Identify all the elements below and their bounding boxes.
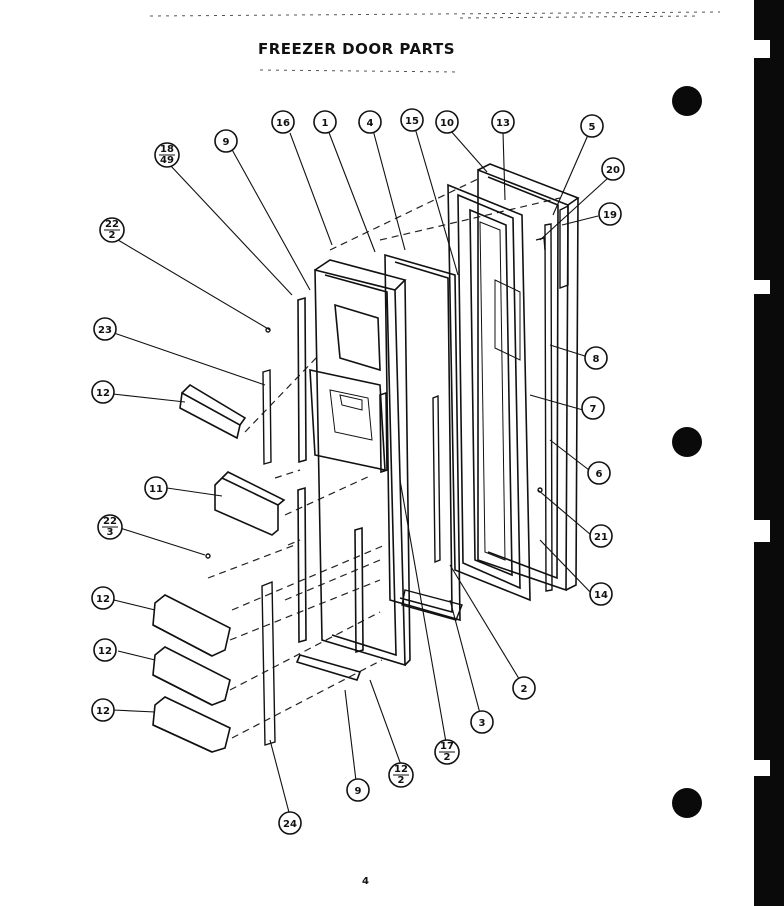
callout-19: 19 bbox=[598, 202, 622, 226]
callout-14: 14 bbox=[589, 582, 613, 606]
scan-binding-edge bbox=[754, 0, 784, 906]
door-liner bbox=[384, 253, 461, 622]
binder-hole-middle bbox=[672, 427, 702, 457]
callout-label: 7 bbox=[590, 404, 597, 415]
alignment-lines bbox=[207, 177, 561, 739]
edge-gap bbox=[752, 280, 770, 294]
callout-9-upper: 9 bbox=[214, 129, 238, 153]
small-parts bbox=[205, 237, 546, 746]
callout-15: 15 bbox=[400, 108, 424, 132]
callout-label-bottom: 2 bbox=[109, 230, 116, 241]
scan-noise bbox=[149, 11, 721, 73]
door-gasket-frame bbox=[447, 183, 531, 602]
callout-label: 8 bbox=[593, 354, 600, 365]
callout-3: 3 bbox=[470, 710, 494, 734]
callout-11: 11 bbox=[144, 476, 168, 500]
callout-23: 23 bbox=[93, 317, 117, 341]
callout-label: 24 bbox=[283, 819, 297, 830]
callout-17-2: 17 2 bbox=[434, 739, 460, 765]
callout-label: 6 bbox=[596, 469, 603, 480]
binder-hole-top bbox=[672, 86, 702, 116]
callout-12-bin-3: 12 bbox=[91, 698, 115, 722]
callout-12-2: 12 2 bbox=[388, 762, 414, 788]
callout-6: 6 bbox=[587, 461, 611, 485]
binder-hole-bottom bbox=[672, 788, 702, 818]
callout-label: 5 bbox=[589, 122, 596, 133]
callout-24: 24 bbox=[278, 811, 302, 835]
callout-12-bin-1: 12 bbox=[91, 586, 115, 610]
callout-label: 3 bbox=[479, 718, 486, 729]
callout-label: 2 bbox=[521, 684, 528, 695]
callout-label-top: 17 bbox=[440, 741, 454, 752]
callout-label-top: 22 bbox=[103, 516, 117, 527]
page-title: FREEZER DOOR PARTS bbox=[258, 40, 456, 58]
door-frame-assembly bbox=[295, 259, 411, 681]
callout-label: 12 bbox=[98, 646, 112, 657]
callout-label: 13 bbox=[496, 118, 510, 129]
callout-label: 20 bbox=[606, 165, 620, 176]
callout-label: 21 bbox=[594, 532, 608, 543]
callout-label: 1 bbox=[322, 118, 329, 129]
callout-8: 8 bbox=[584, 346, 608, 370]
callout-label: 12 bbox=[96, 706, 110, 717]
lower-door-bins bbox=[152, 594, 231, 753]
edge-gap bbox=[752, 520, 770, 542]
upper-door-shelf bbox=[179, 383, 247, 440]
callout-1: 1 bbox=[313, 110, 337, 134]
callout-label-bottom: 2 bbox=[398, 775, 405, 786]
callout-label: 12 bbox=[96, 594, 110, 605]
callout-label: 10 bbox=[440, 118, 454, 129]
callout-label: 11 bbox=[149, 484, 163, 495]
callout-12-upper: 12 bbox=[91, 380, 115, 404]
callout-2: 2 bbox=[512, 676, 536, 700]
callout-22-3: 22 3 bbox=[97, 514, 123, 540]
callout-7: 7 bbox=[581, 396, 605, 420]
edge-gap bbox=[752, 760, 770, 776]
callout-label: 23 bbox=[98, 325, 112, 336]
callout-4: 4 bbox=[358, 110, 382, 134]
callout-label: 16 bbox=[276, 118, 290, 129]
callout-label: 19 bbox=[603, 210, 617, 221]
callout-10: 10 bbox=[435, 110, 459, 134]
outer-door-panel bbox=[477, 163, 580, 592]
callout-label-bottom: 2 bbox=[444, 752, 451, 763]
callout-label: 12 bbox=[96, 388, 110, 399]
callout-9-lower: 9 bbox=[346, 778, 370, 802]
callout-label-top: 22 bbox=[105, 219, 119, 230]
callout-13: 13 bbox=[491, 110, 515, 134]
middle-door-bin bbox=[214, 471, 286, 536]
callout-21: 21 bbox=[589, 524, 613, 548]
callout-label-top: 18 bbox=[160, 144, 174, 155]
page-number: 4 bbox=[362, 876, 369, 887]
callout-22-2: 22 2 bbox=[99, 217, 125, 243]
callout-label-top: 12 bbox=[394, 764, 408, 775]
edge-gap bbox=[752, 40, 770, 58]
callout-label: 15 bbox=[405, 116, 419, 127]
callout-label: 9 bbox=[223, 137, 230, 148]
callout-label: 4 bbox=[367, 118, 374, 129]
callout-5: 5 bbox=[580, 114, 604, 138]
callout-20: 20 bbox=[601, 157, 625, 181]
callout-label: 9 bbox=[355, 786, 362, 797]
callout-18-49: 18 49 bbox=[154, 142, 180, 168]
callout-12-bin-2: 12 bbox=[93, 638, 117, 662]
strips bbox=[401, 204, 569, 621]
leader-lines bbox=[112, 127, 609, 821]
callout-label-bottom: 49 bbox=[160, 155, 174, 166]
callout-label: 14 bbox=[594, 590, 608, 601]
callout-label-bottom: 3 bbox=[107, 527, 114, 538]
callout-16: 16 bbox=[271, 110, 295, 134]
